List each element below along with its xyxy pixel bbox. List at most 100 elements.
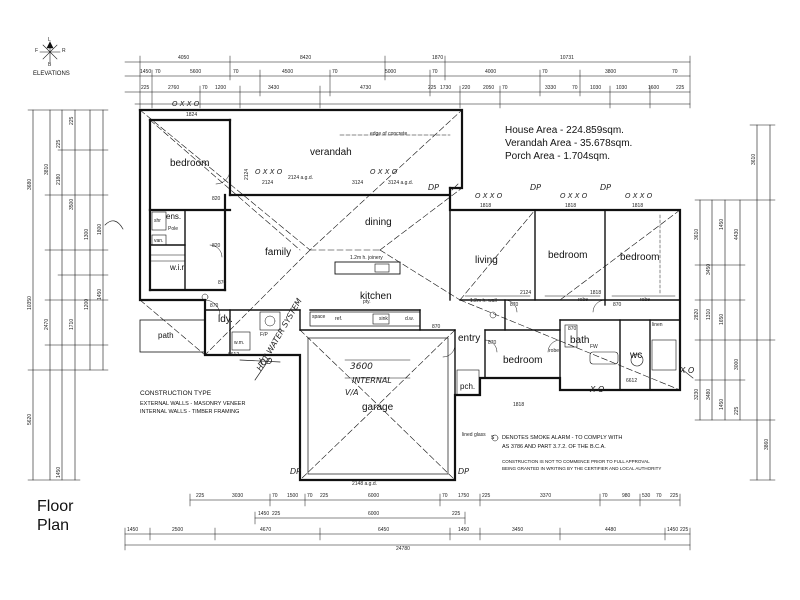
dim-left-5: 1300 xyxy=(84,228,90,240)
room-bath: bath xyxy=(570,335,590,346)
room-wir: w.i.r. xyxy=(170,263,187,272)
hand-dp-5: DP xyxy=(428,183,439,192)
dim-right-12: 3610 xyxy=(751,153,757,165)
construction-heading: CONSTRUCTION TYPE xyxy=(140,390,212,397)
room-porch: pch. xyxy=(460,382,476,391)
dim-bot-r2-2: 6000 xyxy=(368,511,380,517)
label-robe-1: robe xyxy=(578,297,589,303)
int-dim-12: 6612 xyxy=(228,352,240,358)
dim-bot-r3-6: 4480 xyxy=(605,527,617,533)
room-kitchen: kitchen xyxy=(360,291,392,302)
construction-line-1: EXTERNAL WALLS - MASONRY VENEER xyxy=(140,401,246,407)
dim-bot-r3-4: 1450 xyxy=(458,527,470,533)
label-edge-of-concrete: edge of concrete xyxy=(370,131,408,137)
dim-bot-r1-7: 70 xyxy=(442,493,448,499)
hand-oxxo-6: O X X O xyxy=(625,192,653,200)
dim-right-6: 1650 xyxy=(719,313,725,325)
label-lined-glass: lined glass xyxy=(462,432,486,438)
dim-left-6: 1800 xyxy=(97,223,103,235)
right-dimension-lines xyxy=(694,124,776,481)
dim-left-12: 5620 xyxy=(27,413,33,425)
room-bedroom-2: bedroom xyxy=(548,250,588,261)
dim-left-11: 1450 xyxy=(97,288,103,300)
dim-top-r3-8: 220 xyxy=(462,85,471,91)
dim-right-5: 1310 xyxy=(706,308,712,320)
dim-top-r3-15: 1600 xyxy=(648,85,660,91)
hand-dp-4: DP xyxy=(600,183,611,192)
dim-top-r1-3: 10731 xyxy=(560,55,574,61)
dim-top-r1-1: 8420 xyxy=(300,55,312,61)
label-vanity: van. xyxy=(154,238,164,244)
dim-left-4: 3500 xyxy=(69,198,75,210)
label-shower: shr xyxy=(154,218,161,224)
dim-top-r3-16: 225 xyxy=(676,85,685,91)
hand-garage-note-1: 3600 xyxy=(350,362,373,372)
room-ensuite: ens. xyxy=(166,212,182,221)
path-slab xyxy=(139,319,206,353)
porch-slab xyxy=(456,369,480,396)
dim-right-7: 3000 xyxy=(734,358,740,370)
approval-note-line-1: CONSTRUCTION IS NOT TO COMMENCE PRIOR TO… xyxy=(502,459,650,464)
dim-bot-r1-8: 1750 xyxy=(458,493,470,499)
dim-bot-r2-1: 225 xyxy=(272,511,281,517)
hand-oxxo-4: O X X O xyxy=(475,192,503,200)
int-dim-18: 870 xyxy=(510,302,519,308)
dim-right-10: 1450 xyxy=(719,398,725,410)
dim-bot-r1-3: 1500 xyxy=(287,493,299,499)
smoke-note-line-2: AS 3786 AND PART 3.7.2. OF THE B.C.A. xyxy=(502,444,606,450)
bottom-dimension-lines xyxy=(124,493,691,551)
int-dim-21: 870 xyxy=(568,326,577,332)
label-fw: FW xyxy=(590,344,598,350)
dim-top-r1-0: 4050 xyxy=(178,55,190,61)
int-dim-2: 2124 a.g.d. xyxy=(288,175,314,181)
int-dim-20: 870 xyxy=(488,340,497,346)
dim-top-r2-10: 3800 xyxy=(605,69,617,75)
dim-top-r3-14: 1030 xyxy=(616,85,628,91)
room-bedroom-4: bedroom xyxy=(503,355,543,366)
hand-oxxo-3: O X X O xyxy=(370,168,398,176)
dim-bot-r3-5: 3450 xyxy=(512,527,524,533)
dim-bot-r1-10: 3370 xyxy=(540,493,552,499)
kitchen-island xyxy=(334,261,401,275)
int-dim-5: 3124 a.g.d. xyxy=(388,180,414,186)
dim-right-11: 225 xyxy=(734,406,740,415)
window-marks xyxy=(164,109,666,211)
dim-top-r2-3: 70 xyxy=(233,69,239,75)
wir-shelf xyxy=(149,254,186,262)
dim-top-r2-5: 70 xyxy=(332,69,338,75)
porch-area: Porch Area - 1.704sqm. xyxy=(505,151,611,162)
dim-top-r3-0: 225 xyxy=(141,85,150,91)
dim-bot-r1-1: 3030 xyxy=(232,493,244,499)
dim-left-1: 3810 xyxy=(44,163,50,175)
smoke-alarms xyxy=(201,293,499,442)
room-path: path xyxy=(158,331,174,340)
bath-tub xyxy=(589,351,619,365)
dim-right-4: 2820 xyxy=(694,308,700,320)
dim-bot-r1-0: 225 xyxy=(196,493,205,499)
room-bedroom-3: bedroom xyxy=(620,252,660,263)
hand-oxxo-2: O X X O xyxy=(255,168,283,176)
int-dim-14: 2148 a.g.d. xyxy=(352,481,378,487)
handwritten-marks xyxy=(104,183,694,381)
plan-title-line2: Plan xyxy=(37,517,70,534)
int-dim-3: 2124 xyxy=(262,180,274,186)
hand-xo-3: X O xyxy=(680,366,695,375)
dim-right-13: 3860 xyxy=(764,438,770,450)
room-family: family xyxy=(265,247,292,258)
dim-right-1: 3450 xyxy=(706,263,712,275)
dim-left-13: 1450 xyxy=(56,466,62,478)
label-space: space xyxy=(312,314,326,320)
dim-left-10: 1200 xyxy=(84,298,90,310)
door-swings xyxy=(204,169,606,358)
dim-top-r3-12: 70 xyxy=(572,85,578,91)
compass-mark-top: L xyxy=(48,37,51,43)
verandah-area: Verandah Area - 35.678sqm. xyxy=(505,138,633,149)
label-sink: sink xyxy=(379,316,388,322)
dim-right-3: 4430 xyxy=(734,228,740,240)
dim-top-r3-13: 1030 xyxy=(590,85,602,91)
dim-top-r3-1: 2760 xyxy=(168,85,180,91)
dim-bot-r1-15: 225 xyxy=(670,493,679,499)
int-dim-1: 2124 xyxy=(244,168,250,180)
dim-top-r2-6: 5000 xyxy=(385,69,397,75)
dim-bot-r1-4: 70 xyxy=(307,493,313,499)
